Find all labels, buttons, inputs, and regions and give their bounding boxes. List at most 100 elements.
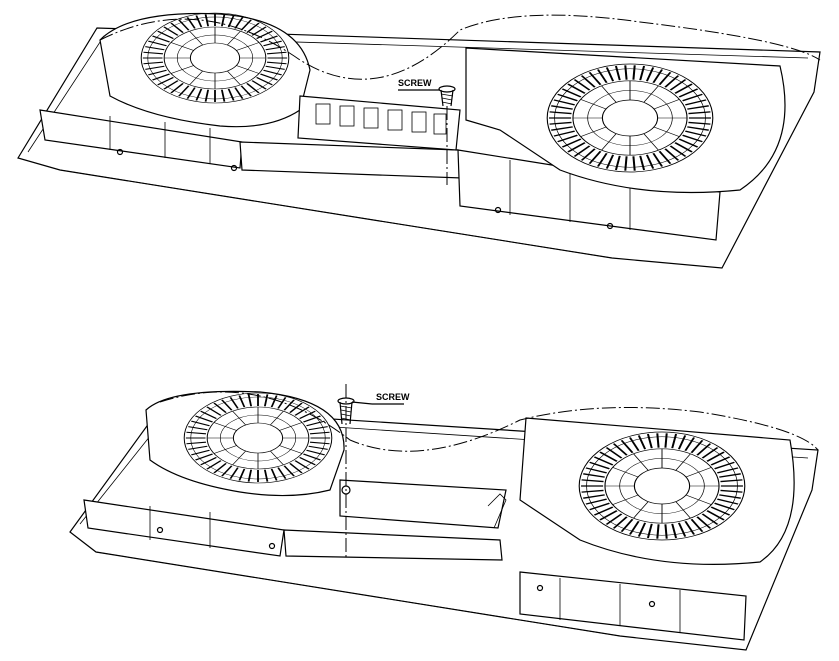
fan-fin: [639, 155, 646, 171]
fan-fin: [701, 513, 719, 525]
fan-fin: [596, 153, 608, 167]
fan-fin: [582, 494, 605, 499]
fan-fin: [204, 89, 210, 102]
fan-fin: [620, 439, 634, 454]
fan-fin: [677, 522, 687, 537]
fan-fin: [658, 150, 672, 165]
fan-fin: [614, 155, 621, 171]
fan-fin: [186, 87, 196, 99]
fan-fin: [593, 456, 614, 466]
fan-fin: [646, 433, 653, 449]
bottom-right-fan-icon: [578, 431, 746, 541]
fan-fin: [687, 126, 710, 131]
fan-fin: [567, 142, 586, 153]
fan-fin: [719, 494, 742, 499]
fan-spoke: [236, 42, 260, 51]
fan-spoke: [236, 65, 260, 74]
fan-fin: [581, 479, 604, 483]
bottom-screw-icon: [337, 384, 355, 560]
top-left-fan-icon: [140, 12, 290, 104]
fan-fin: [309, 431, 330, 435]
fan-fin: [220, 89, 226, 102]
fan-spoke: [653, 126, 680, 137]
fan-fin: [624, 65, 628, 80]
fan-fin: [277, 397, 287, 409]
top-right-fan-icon: [546, 63, 714, 173]
fan-fin: [157, 30, 174, 39]
fan-fin: [612, 443, 628, 456]
fan-fin: [186, 431, 207, 435]
fan-fin: [263, 469, 269, 482]
fan-fin: [593, 506, 614, 516]
fan-fin: [658, 71, 672, 86]
fan-spoke: [232, 411, 247, 426]
fan-fin: [637, 435, 647, 450]
fan-spoke: [189, 31, 204, 46]
fan-fin: [573, 145, 591, 157]
bottom-screw-label: SCREW: [376, 392, 410, 402]
fan-fin: [213, 463, 227, 474]
fan-fin: [270, 468, 278, 481]
fan-fin: [561, 138, 582, 148]
fan-fin: [585, 467, 608, 474]
fan-fin: [628, 437, 640, 451]
fan-fin: [265, 46, 285, 51]
fan-fin: [710, 506, 731, 516]
fan-fin: [143, 51, 164, 55]
fan-fin: [178, 19, 190, 31]
fan-fin: [605, 154, 615, 169]
fan-fin: [213, 402, 227, 413]
fan-fin: [677, 435, 687, 450]
fan-fin: [706, 451, 725, 462]
fan-fin: [589, 502, 610, 511]
fan-fin: [581, 489, 604, 493]
fan-fin: [573, 79, 591, 91]
fan-fin: [549, 111, 572, 115]
fan-fin: [266, 61, 287, 65]
fan-fin: [585, 498, 608, 505]
fan-spoke: [685, 494, 712, 505]
fan-fin: [678, 138, 699, 148]
fan-fin: [234, 17, 244, 29]
fan-fin: [588, 150, 602, 165]
fan-fin: [678, 88, 699, 98]
fan-fin: [652, 153, 664, 167]
fan-fin: [553, 130, 576, 137]
fan-fin: [720, 489, 743, 493]
fan-fin: [669, 79, 687, 91]
fan-fin: [720, 479, 743, 483]
fan-spoke: [601, 133, 617, 151]
fan-fin: [238, 468, 246, 481]
fan-fin: [190, 420, 210, 427]
fan-fin: [234, 87, 244, 99]
fan-fin: [674, 83, 693, 94]
fan-fin: [669, 145, 687, 157]
fan-fin: [652, 69, 664, 83]
fan-fin: [190, 449, 210, 456]
fan-fin: [716, 467, 739, 474]
fan-fin: [200, 410, 217, 419]
fan-spoke: [269, 450, 284, 465]
fan-fin: [195, 415, 213, 423]
fan-fin: [632, 156, 636, 171]
fan-fin: [195, 15, 203, 28]
fan-fin: [240, 19, 252, 31]
fan-fin: [229, 467, 239, 479]
fan-fin: [684, 437, 696, 451]
fan-fin: [614, 65, 621, 81]
fan-fin: [145, 65, 165, 70]
fan-fin: [637, 522, 647, 537]
fan-fin: [682, 93, 703, 102]
fan-fin: [656, 524, 660, 539]
fan-fin: [145, 46, 165, 51]
fan-fin: [152, 73, 170, 81]
fan-spoke: [580, 99, 607, 110]
fan-fin: [664, 75, 680, 88]
fan-fin: [186, 441, 207, 445]
fan-spoke: [170, 65, 194, 74]
fan-fin: [260, 73, 278, 81]
fan-fin: [682, 134, 703, 143]
fan-fin: [580, 75, 596, 88]
fan-spoke: [675, 453, 691, 471]
